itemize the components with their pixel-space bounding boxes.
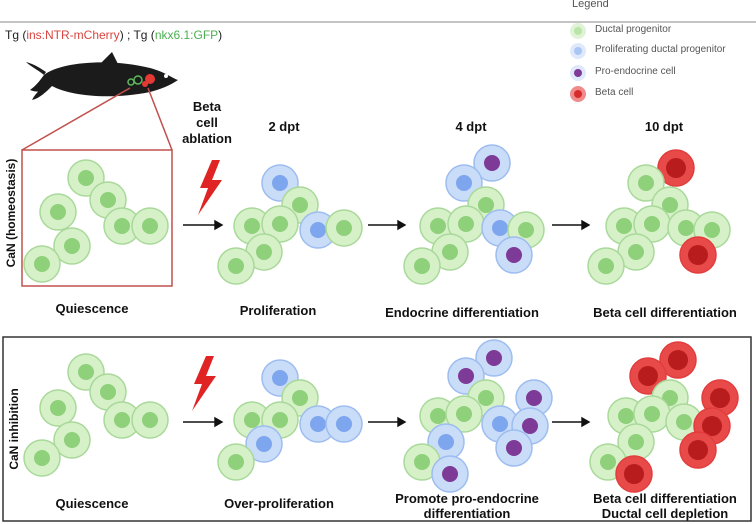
lightning-bolt-icon-top — [198, 160, 222, 215]
ductal-cell — [23, 439, 61, 477]
lightning-bolt-icon-bottom — [192, 356, 216, 411]
caption-bottom-quiescence: Quiescence — [55, 496, 129, 511]
caption-top-quiescence: Quiescence — [55, 301, 129, 316]
ablation-label: Beta cell ablation — [182, 99, 232, 146]
ductal-cell — [53, 227, 91, 265]
arrows — [183, 219, 591, 428]
beta-cell — [679, 236, 717, 274]
ductal-cell — [217, 247, 255, 285]
ductal-cell — [587, 247, 625, 285]
legend-item-proendocrine: Pro-endocrine cell — [595, 66, 676, 77]
proliferating-cell — [245, 425, 283, 463]
caption-bottom-proendocrine: Promote pro-endocrine differentiation — [395, 491, 539, 521]
beta-cell — [659, 341, 697, 379]
pro-endocrine-cell — [475, 339, 513, 377]
ductal-cell — [633, 395, 671, 433]
ductal-cell — [261, 205, 299, 243]
ductal-cell — [633, 205, 671, 243]
ductal-cell — [403, 247, 441, 285]
ductal-cell — [217, 443, 255, 481]
legend-swatches — [570, 23, 586, 102]
ductal-cell — [39, 193, 77, 231]
pro-endocrine-cell — [495, 236, 533, 274]
ductal-cell — [431, 233, 469, 271]
beta-cell — [679, 431, 717, 469]
beta-cell — [615, 455, 653, 493]
ductal-cell — [39, 389, 77, 427]
legend-title: Legend — [572, 0, 609, 10]
ductal-cell — [245, 233, 283, 271]
timepoint-4dpt: 4 dpt — [455, 119, 487, 134]
proliferating-cell — [325, 405, 363, 443]
caption-top-endocrine: Endocrine differentiation — [385, 305, 539, 320]
ductal-cell — [445, 395, 483, 433]
caption-top-beta: Beta cell differentiation — [593, 305, 737, 320]
caption-top-proliferation: Proliferation — [239, 303, 317, 318]
legend-item-beta: Beta cell — [595, 87, 634, 98]
side-label-inhibition: CaN inhibition — [7, 388, 21, 470]
pro-endocrine-cell — [431, 455, 469, 493]
pro-endocrine-cell — [473, 144, 511, 182]
timepoint-2dpt: 2 dpt — [268, 119, 300, 134]
ductal-cell — [325, 209, 363, 247]
proliferating-cell — [299, 405, 337, 443]
beta-cell — [701, 379, 739, 417]
ductal-cell — [53, 421, 91, 459]
zoom-box — [21, 87, 173, 287]
pro-endocrine-cell — [495, 429, 533, 467]
inhibition-panel-frame — [2, 336, 752, 522]
ductal-cell — [23, 245, 61, 283]
ductal-cell — [103, 207, 141, 245]
zebrafish-icon — [26, 52, 178, 100]
legend-item-ductal: Ductal progenitor — [595, 24, 672, 35]
caption-bottom-beta: Beta cell differentiation Ductal cell de… — [593, 491, 737, 521]
legend-item-proliferating: Proliferating ductal progenitor — [595, 44, 726, 55]
timepoint-10dpt: 10 dpt — [644, 119, 684, 134]
beta-cell — [693, 407, 731, 445]
ductal-cell — [131, 207, 169, 245]
ductal-cell — [131, 401, 169, 439]
side-label-homeostasis: CaN (homeostasis) — [4, 158, 18, 268]
ductal-cell — [627, 164, 665, 202]
caption-bottom-overproliferation: Over-proliferation — [224, 496, 334, 511]
ductal-cell — [447, 205, 485, 243]
transgene-label: Tg (ins:NTR-mCherry) ; Tg (nkx6.1:GFP) — [5, 28, 223, 42]
beta-cell — [657, 149, 695, 187]
ductal-cell — [403, 443, 441, 481]
cell-clusters — [23, 144, 739, 493]
pro-endocrine-cell — [515, 379, 553, 417]
